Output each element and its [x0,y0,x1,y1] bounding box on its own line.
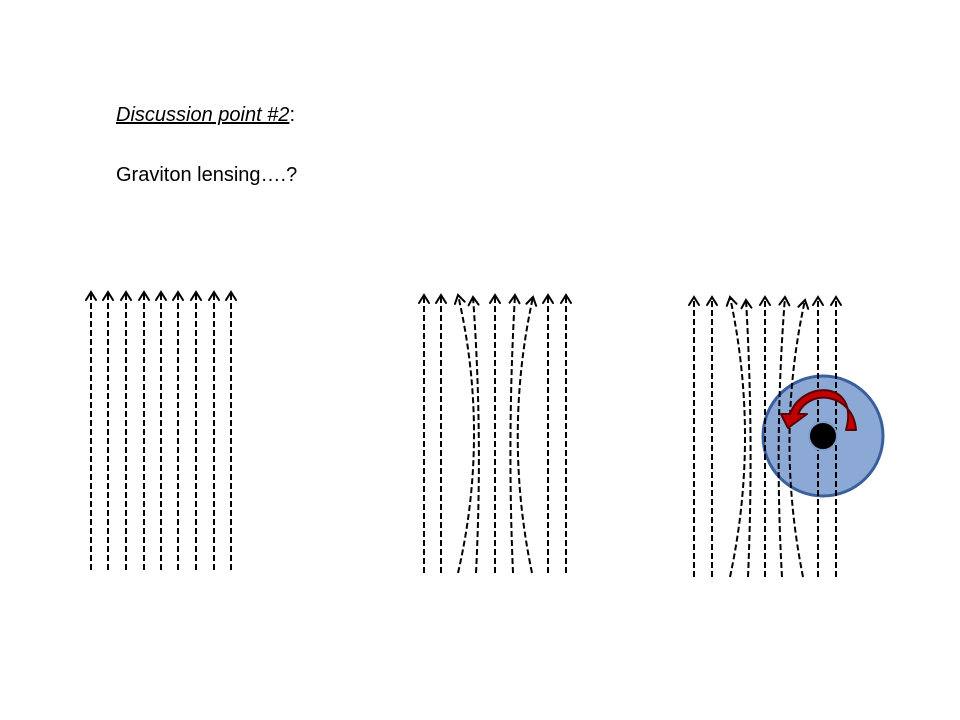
arrowhead-icon [542,293,554,304]
mass-object [780,389,857,451]
arrowhead-icon [830,295,842,306]
arrowhead-icon [225,290,237,301]
rotation-arrow-icon [780,389,857,431]
field-line [472,296,480,574]
arrowhead-icon [155,290,167,301]
arrowhead-icon [190,290,202,301]
panel-uniform-field [85,290,237,570]
arrowhead-icon [85,290,97,301]
arrowhead-icon [706,295,718,306]
field-line [509,294,516,574]
arrowhead-icon [102,290,114,301]
arrowhead-icon [120,290,132,301]
arrowhead-icon [560,293,572,304]
panel-lensed-field-rotating-mass [688,295,885,578]
field-line [729,296,746,578]
arrowhead-icon [740,298,753,310]
heading-text: Discussion point #2 [116,104,290,126]
arrowhead-icon [467,295,480,307]
field-line [788,299,806,578]
arrowhead-icon [208,290,220,301]
panel-lensed-field [418,293,572,574]
arrowhead-icon [688,295,700,306]
arrowhead-icon [435,293,447,304]
arrowhead-icon [453,293,466,305]
arrowhead-icon [797,298,810,310]
field-line [745,299,752,578]
arrowhead-icon [812,295,824,306]
heading-colon: : [289,104,295,126]
arrowhead-icon [525,295,538,307]
field-line [457,294,475,574]
arrowhead-icon [759,295,771,306]
arrowhead-icon [172,290,184,301]
arrowhead-icon [778,295,791,307]
field-line [516,296,534,574]
arrowhead-icon [138,290,150,301]
arrowhead-icon [508,293,521,305]
field-line [777,296,786,578]
arrowhead-icon [725,295,738,307]
slide-subtext: Graviton lensing….? [116,164,298,186]
arrowhead-icon [489,293,501,304]
slide-heading: Discussion point #2: [116,104,295,127]
arrowhead-icon [418,293,430,304]
mass-core [808,421,838,451]
